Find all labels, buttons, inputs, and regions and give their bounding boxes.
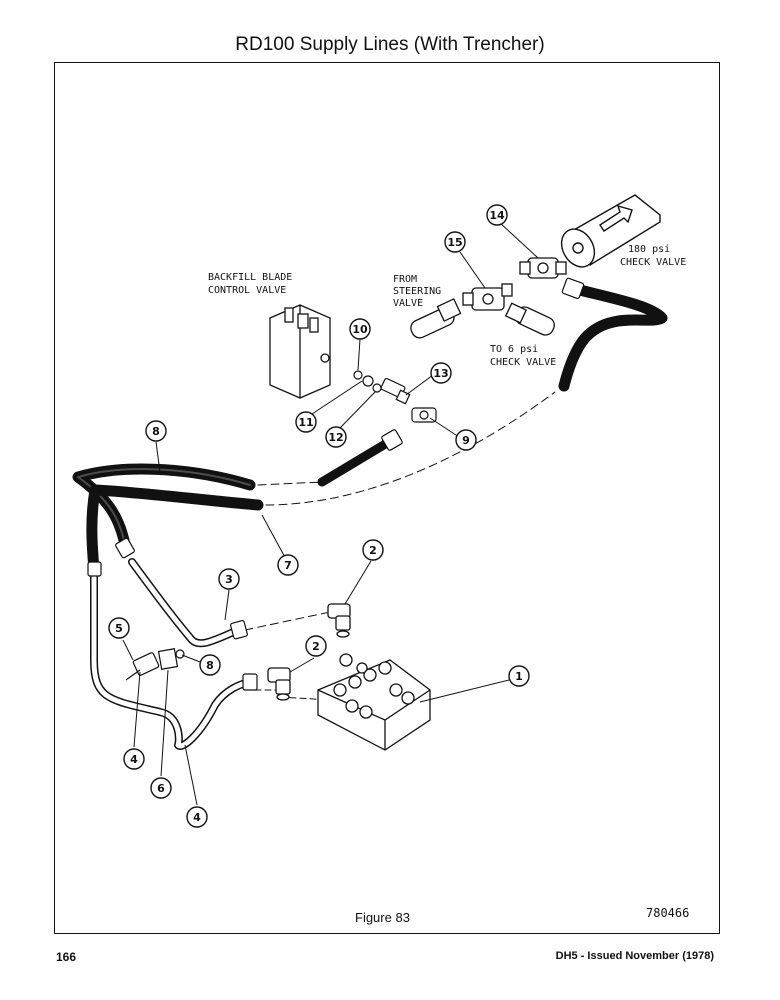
backfill-control-valve [269,304,331,399]
figure-caption: Figure 83 [355,910,410,925]
label-180-1: 180 psi [628,244,670,255]
label-backfill-1: BACKFILL BLADE [208,272,292,283]
svg-text:5: 5 [115,622,123,635]
callout-15: 13 [430,362,452,384]
dash-line-3 [244,611,331,631]
callout-10: 8 [145,420,167,442]
dash-line-lower [265,391,556,506]
hose-9 [86,484,264,576]
part-15 [380,377,411,405]
elbow-fitting-upper [327,603,351,638]
svg-text:8: 8 [206,659,214,672]
page-title: RD100 Supply Lines (With Trencher) [235,34,545,55]
svg-text:6: 6 [157,782,165,795]
svg-text:1: 1 [515,670,523,683]
callout-5: 4 [123,748,145,770]
tee-fitting-16 [519,257,567,279]
part-14 [372,383,382,393]
figure-frame [54,62,720,934]
svg-text:4: 4 [130,753,138,766]
stub-hose-from-steering [410,298,462,339]
stub-hose-to-check [504,302,555,336]
callout-6: 6 [150,777,172,799]
callout-11: 9 [455,429,477,451]
svg-text:15: 15 [447,236,462,249]
label-from-3: VALVE [393,298,423,309]
callout-14: 12 [325,426,347,448]
drawing-number: 780466 [646,906,690,920]
callout-1: 1 [508,665,530,687]
plate-6 [157,648,179,670]
label-backfill-2: CONTROL VALVE [208,285,286,296]
tee-fitting-17 [462,283,513,311]
callout-12: 10 [349,318,371,340]
svg-text:7: 7 [284,559,292,572]
callout-9: 7 [277,554,299,576]
callout-17: 15 [444,231,466,253]
callout-16: 14 [486,204,508,226]
svg-text:12: 12 [328,431,343,444]
label-to-check-2: CHECK VALVE [490,357,556,368]
dash-line-upper [257,481,323,486]
main-control-valve [317,653,431,751]
svg-text:10: 10 [352,323,368,336]
check-valve-180 [560,194,661,268]
clamp-7 [125,652,160,681]
page-number: 166 [56,950,77,964]
callout-7: 5 [108,617,130,639]
elbow-fitting-lower [267,667,291,701]
callout-13: 11 [295,411,317,433]
callout-2-upper: 2 [362,539,384,561]
svg-text:8: 8 [152,425,160,438]
svg-text:11: 11 [298,416,313,429]
hose-segment-center [317,435,397,487]
label-180-2: CHECK VALVE [620,257,686,268]
callout-8: 8 [199,654,221,676]
svg-text:9: 9 [462,434,470,447]
label-from-2: STEERING [393,286,441,297]
nut-8 [175,649,185,659]
callout-3: 3 [218,568,240,590]
issue-info: DH5 - Issued November (1978) [555,950,714,962]
label-from-1: FROM [393,274,417,285]
part-12 [353,370,363,380]
hose-10 [72,463,256,551]
svg-text:4: 4 [193,811,201,824]
svg-text:14: 14 [489,209,505,222]
svg-text:2: 2 [312,640,320,653]
svg-text:3: 3 [225,573,233,586]
label-to-check-1: TO 6 psi [490,344,538,355]
hose-right [558,282,668,392]
svg-text:13: 13 [433,367,448,380]
callout-2-lower: 2 [305,635,327,657]
callout-4: 4 [186,806,208,828]
part-13 [362,375,374,387]
svg-text:2: 2 [369,544,377,557]
